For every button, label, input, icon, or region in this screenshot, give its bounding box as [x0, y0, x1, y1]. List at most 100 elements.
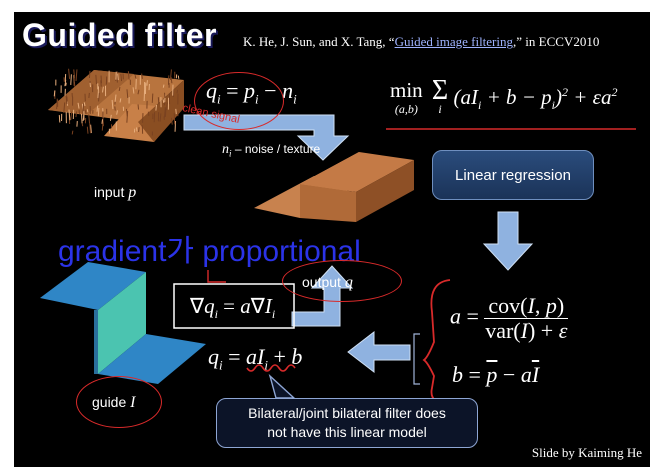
noise-spike — [82, 103, 85, 115]
slide-credit: Slide by Kaiming He — [531, 445, 642, 460]
noise-spike — [84, 109, 87, 115]
gradient-eq: ∇qi = a∇Ii — [190, 294, 276, 322]
noise-spike — [177, 75, 180, 79]
noise-spike — [162, 99, 165, 104]
noise-spike — [68, 68, 71, 79]
noise-spike — [90, 124, 92, 134]
noise-spike — [137, 104, 140, 110]
noise-spike — [70, 74, 72, 85]
noise-spike — [86, 126, 89, 134]
noise-spike — [100, 75, 103, 84]
noise-spike — [159, 113, 162, 122]
callout-line1: Bilateral/joint bilateral filter does — [248, 405, 446, 421]
noise-spike — [162, 84, 165, 88]
noise-spike — [114, 106, 116, 111]
noise-spike — [170, 76, 173, 84]
noise-spike — [119, 98, 122, 103]
arrow-left-to-model — [347, 330, 411, 374]
noise-spike — [70, 111, 73, 121]
noise-spike — [71, 130, 74, 135]
input-p-noise — [53, 68, 180, 136]
b-eq: b = p − aI — [452, 362, 540, 387]
noise-spike — [166, 102, 168, 111]
guide-I-surface — [40, 262, 206, 384]
input-p-label: input p — [94, 184, 137, 201]
noise-spike — [64, 79, 67, 87]
linear-regression-box: Linear regression — [432, 150, 594, 200]
a-eq: a = cov(I, p) var(I) + ε — [450, 293, 569, 343]
noise-spike — [63, 102, 66, 114]
noise-spike — [95, 74, 97, 85]
noise-spike — [116, 110, 118, 115]
noise-spike — [127, 71, 130, 80]
noise-spike — [138, 127, 140, 132]
citation-link[interactable]: Guided image filtering — [394, 34, 514, 49]
noise-spike — [97, 86, 100, 99]
noise-spike — [102, 86, 104, 93]
noise-spike — [75, 111, 78, 118]
noise-spike — [170, 117, 173, 125]
citation-prefix: K. He, J. Sun, and X. Tang, “ — [243, 34, 395, 49]
slide-graphics — [40, 68, 636, 409]
noise-spike — [97, 107, 100, 117]
bilateral-callout: Bilateral/joint bilateral filter does no… — [216, 398, 478, 448]
noise-spike — [68, 109, 71, 121]
squiggle-underline — [246, 364, 296, 372]
noise-spike — [53, 90, 56, 97]
noise-spike — [164, 92, 166, 99]
noise-spike — [75, 69, 78, 81]
output-q-circle — [282, 260, 402, 302]
citation: K. He, J. Sun, and X. Tang, “Guided imag… — [243, 34, 599, 50]
noise-spike — [155, 104, 157, 111]
slide: Guided filter K. He, J. Sun, and X. Tang… — [14, 12, 650, 467]
gradient-connector — [207, 270, 226, 283]
noise-spike — [56, 98, 58, 110]
noise-spike — [101, 119, 104, 124]
noise-spike — [126, 110, 129, 123]
ab-bracket — [422, 279, 455, 409]
noise-spike — [173, 112, 176, 125]
noise-spike — [135, 127, 138, 132]
ab-brace-blue — [413, 333, 420, 385]
noise-spike — [81, 113, 83, 124]
noise-spike — [114, 94, 117, 102]
noise-spike — [117, 73, 119, 81]
noise-spike — [89, 123, 92, 134]
callout-pointer — [268, 373, 296, 399]
noise-spike — [134, 75, 137, 79]
noise-spike — [146, 80, 148, 86]
noise-spike — [58, 115, 61, 123]
noise-spike — [109, 114, 112, 121]
noise-spike — [132, 87, 135, 94]
noise-spike — [120, 73, 123, 82]
noise-spike — [126, 89, 129, 99]
noise-spike — [111, 99, 114, 110]
noise-spike — [147, 111, 150, 116]
arrow-down-regression — [482, 211, 534, 271]
slide-title: Guided filter — [22, 17, 217, 53]
noise-spike — [83, 102, 86, 107]
noise-spike — [65, 94, 68, 105]
noise-spike — [141, 73, 143, 79]
noise-spike — [77, 102, 80, 109]
guide-I-circle — [76, 376, 162, 428]
linear-model-eq: qi = aIi + b — [208, 344, 303, 373]
output-q-surface — [254, 152, 414, 222]
noise-spike — [163, 107, 166, 118]
callout-line2: not have this linear model — [267, 424, 427, 440]
noise-spike — [98, 92, 100, 102]
noise-spike — [137, 89, 140, 95]
noise-spike — [101, 121, 104, 131]
noise-spike — [118, 86, 121, 92]
noise-spike — [151, 93, 154, 103]
gradient-eq-box — [173, 283, 295, 329]
noise-spike — [175, 108, 177, 115]
noise-spike — [169, 69, 172, 81]
noise-spike — [176, 89, 179, 94]
noise-spike — [96, 105, 99, 112]
q-eq-circle — [194, 72, 284, 130]
noise-spike — [86, 109, 89, 113]
citation-suffix: ,” in ECCV2010 — [513, 34, 600, 49]
noise-label: ni – noise / texture — [222, 142, 321, 159]
